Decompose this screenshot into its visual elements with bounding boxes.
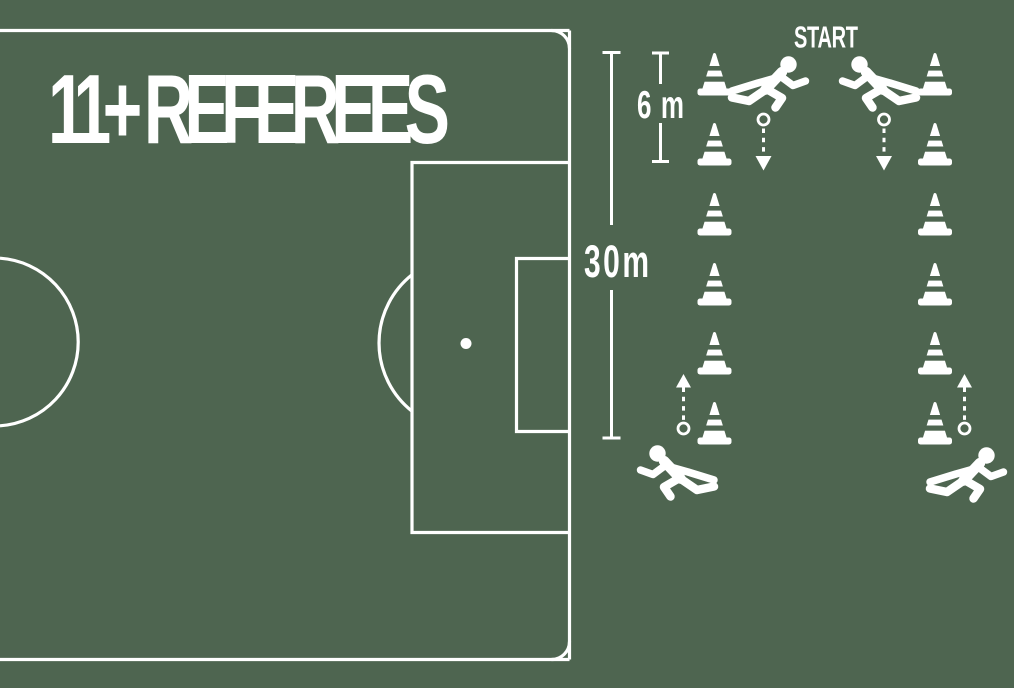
penalty-area xyxy=(410,160,570,535)
running-person-icon-top-left xyxy=(732,56,806,107)
soccer-field xyxy=(0,28,572,662)
traffic-cone-icon xyxy=(696,53,733,97)
cone-column-left xyxy=(696,53,733,446)
measurement-6m: 6m xyxy=(637,51,684,163)
penalty-arc xyxy=(377,273,413,413)
measure-30m-label: 30m xyxy=(584,237,649,288)
cone-column-right xyxy=(916,53,954,446)
traffic-cone-icon xyxy=(916,332,954,376)
dashed-arrow-up-icon-left xyxy=(674,372,693,436)
traffic-cone-icon xyxy=(916,193,954,237)
measure-6m-label: 6m xyxy=(637,84,684,128)
traffic-cone-icon xyxy=(696,402,733,446)
traffic-cone-icon xyxy=(696,332,733,376)
corner-arc-top-icon xyxy=(551,28,572,49)
dashed-arrow-up-icon-right xyxy=(955,372,974,436)
traffic-cone-icon xyxy=(916,53,954,97)
traffic-cone-icon xyxy=(916,123,954,167)
center-circle-arc xyxy=(0,256,80,428)
traffic-cone-icon xyxy=(696,123,733,167)
page-title: 11+ REFEREES xyxy=(48,53,450,164)
traffic-cone-icon xyxy=(916,263,954,307)
measurement-30m: 30m xyxy=(584,51,649,440)
running-person-icon-bottom-left xyxy=(641,445,715,496)
penalty-spot xyxy=(460,338,472,349)
running-person-icon-bottom-right xyxy=(930,447,1004,498)
goal-area xyxy=(514,256,570,434)
dashed-arrow-down-icon-left xyxy=(754,112,773,172)
traffic-cone-icon xyxy=(696,263,733,307)
corner-arc-bottom-icon xyxy=(551,641,572,662)
traffic-cone-icon xyxy=(696,193,733,237)
traffic-cone-icon xyxy=(916,402,954,446)
running-person-icon-top-right xyxy=(843,56,917,107)
start-label: START xyxy=(794,19,858,55)
dashed-arrow-down-icon-right xyxy=(874,112,894,172)
